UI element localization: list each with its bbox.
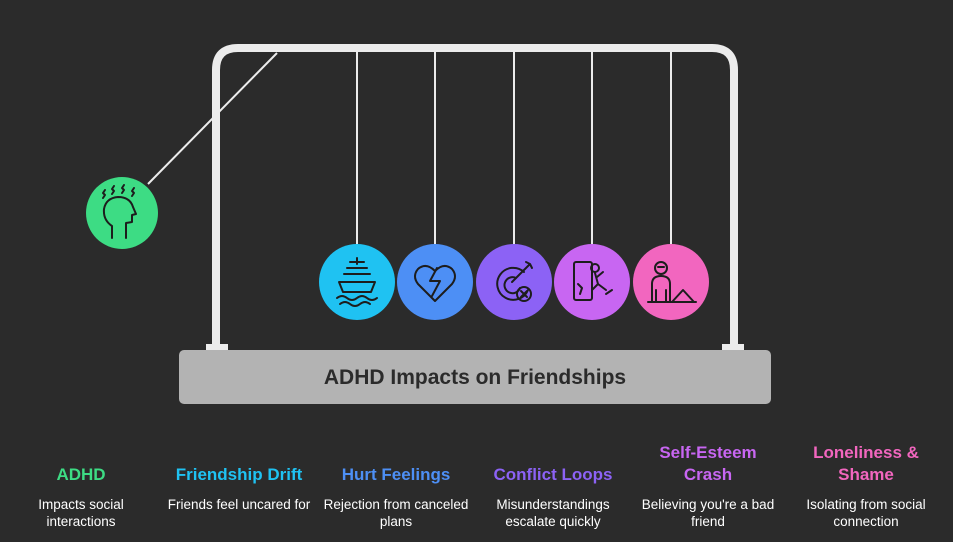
item-description: Friends feel uncared for [167, 497, 311, 512]
frame-foot-left [206, 344, 228, 350]
item-conflict-loops: Conflict Loops Misunderstandings escalat… [478, 438, 628, 530]
ball-adhd [86, 177, 158, 249]
frustrated-head-icon [102, 184, 137, 239]
item-friendship-drift: Friendship Drift Friends feel uncared fo… [164, 438, 314, 513]
falling-person-icon [573, 261, 613, 301]
frame-foot-right [722, 344, 744, 350]
ball-self-esteem [554, 244, 630, 320]
string-adhd [147, 52, 278, 185]
item-title: ADHD [56, 465, 106, 484]
item-title: Friendship Drift [175, 465, 303, 484]
ball-conflict-loops [476, 244, 552, 320]
broken-heart-icon [414, 265, 456, 302]
item-description: Rejection from canceled plans [323, 497, 469, 529]
item-description: Believing you're a bad friend [641, 497, 775, 529]
cradle-frame [212, 44, 738, 345]
item-title: Hurt Feelings [341, 465, 451, 484]
diagram-title: ADHD Impacts on Friendships [323, 366, 627, 389]
item-loneliness: Loneliness & Shame Isolating from social… [791, 438, 941, 530]
item-title: Loneliness & Shame [813, 443, 919, 484]
ball-hurt-feelings [397, 244, 473, 320]
item-title: Self-Esteem Crash [659, 443, 757, 484]
item-description: Isolating from social connection [806, 497, 926, 529]
isolated-person-icon [647, 261, 697, 303]
ball-friendship-drift [319, 244, 395, 320]
item-hurt-feelings: Hurt Feelings Rejection from canceled pl… [321, 438, 471, 530]
item-description: Impacts social interactions [38, 497, 124, 529]
sinking-ship-icon [336, 257, 378, 307]
item-adhd: ADHD Impacts social interactions [6, 438, 156, 530]
ball-loneliness [633, 244, 709, 320]
item-title: Conflict Loops [493, 465, 613, 484]
item-self-esteem: Self-Esteem Crash Believing you're a bad… [633, 438, 783, 530]
cradle-base [179, 350, 771, 404]
missed-target-icon [496, 261, 533, 302]
item-description: Misunderstandings escalate quickly [496, 497, 610, 529]
